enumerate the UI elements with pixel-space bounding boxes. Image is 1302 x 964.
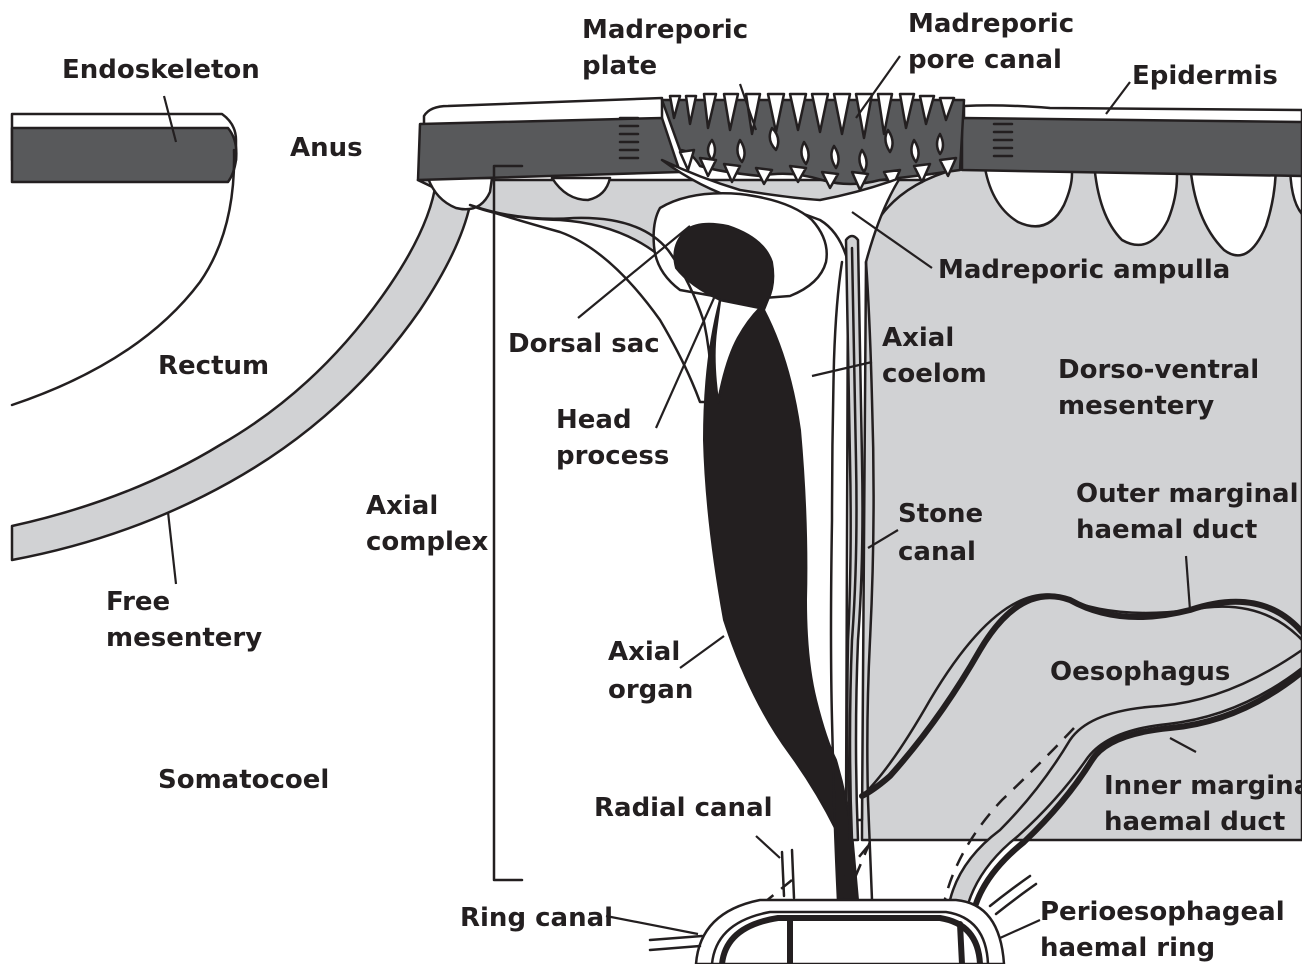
label-ring-canal: Ring canal bbox=[460, 903, 613, 933]
label-somatocoel: Somatocoel bbox=[158, 765, 329, 795]
label-stone-canal-1: Stone bbox=[898, 499, 983, 529]
label-free-mesentery-1: Free bbox=[106, 587, 170, 617]
label-inner-marginal-haemal-duct-1: Inner marginal bbox=[1104, 771, 1302, 801]
label-axial-complex-2: complex bbox=[366, 527, 489, 557]
label-stone-canal-2: canal bbox=[898, 537, 976, 567]
left-body-wall bbox=[12, 114, 236, 182]
label-epidermis: Epidermis bbox=[1132, 61, 1278, 91]
label-outer-marginal-haemal-duct-2: haemal duct bbox=[1076, 515, 1257, 545]
label-madreporic-plate-2: plate bbox=[582, 51, 657, 81]
label-outer-marginal-haemal-duct-1: Outer marginal bbox=[1076, 479, 1299, 509]
label-madreporic-plate-1: Madreporic bbox=[582, 15, 748, 45]
label-perioesophageal-haemal-ring-2: haemal ring bbox=[1040, 933, 1215, 963]
label-axial-organ-2: organ bbox=[608, 675, 693, 705]
right-endoskeleton-bar bbox=[962, 118, 1302, 176]
label-endoskeleton: Endoskeleton bbox=[62, 55, 260, 85]
label-rectum: Rectum bbox=[158, 351, 269, 381]
label-oesophagus: Oesophagus bbox=[1050, 657, 1230, 687]
label-radial-canal: Radial canal bbox=[594, 793, 773, 823]
left-endoskeleton-bar bbox=[12, 128, 236, 182]
madreporic-plate bbox=[662, 94, 964, 190]
label-perioesophageal-haemal-ring-1: Perioesophageal bbox=[1040, 897, 1285, 927]
label-dorsal-sac: Dorsal sac bbox=[508, 329, 660, 359]
label-madreporic-pore-canal-1: Madreporic bbox=[908, 9, 1074, 39]
label-axial-coelom-2: coelom bbox=[882, 359, 987, 389]
axial-complex-bracket bbox=[494, 166, 522, 880]
label-madreporic-ampulla: Madreporic ampulla bbox=[938, 255, 1230, 285]
label-free-mesentery-2: mesentery bbox=[106, 623, 262, 653]
label-head-process-1: Head bbox=[556, 405, 632, 435]
label-anus: Anus bbox=[290, 133, 363, 163]
label-dorso-ventral-mesentery-1: Dorso-ventral bbox=[1058, 355, 1259, 385]
label-inner-marginal-haemal-duct-2: haemal duct bbox=[1104, 807, 1285, 837]
label-madreporic-pore-canal-2: pore canal bbox=[908, 45, 1062, 75]
label-axial-organ-1: Axial bbox=[608, 637, 680, 667]
label-axial-coelom-1: Axial bbox=[882, 323, 954, 353]
radial-canal bbox=[782, 850, 794, 898]
label-dorso-ventral-mesentery-2: mesentery bbox=[1058, 391, 1214, 421]
label-axial-complex-1: Axial bbox=[366, 491, 438, 521]
central-endoskeleton-bar bbox=[418, 118, 680, 180]
label-head-process-2: process bbox=[556, 441, 669, 471]
